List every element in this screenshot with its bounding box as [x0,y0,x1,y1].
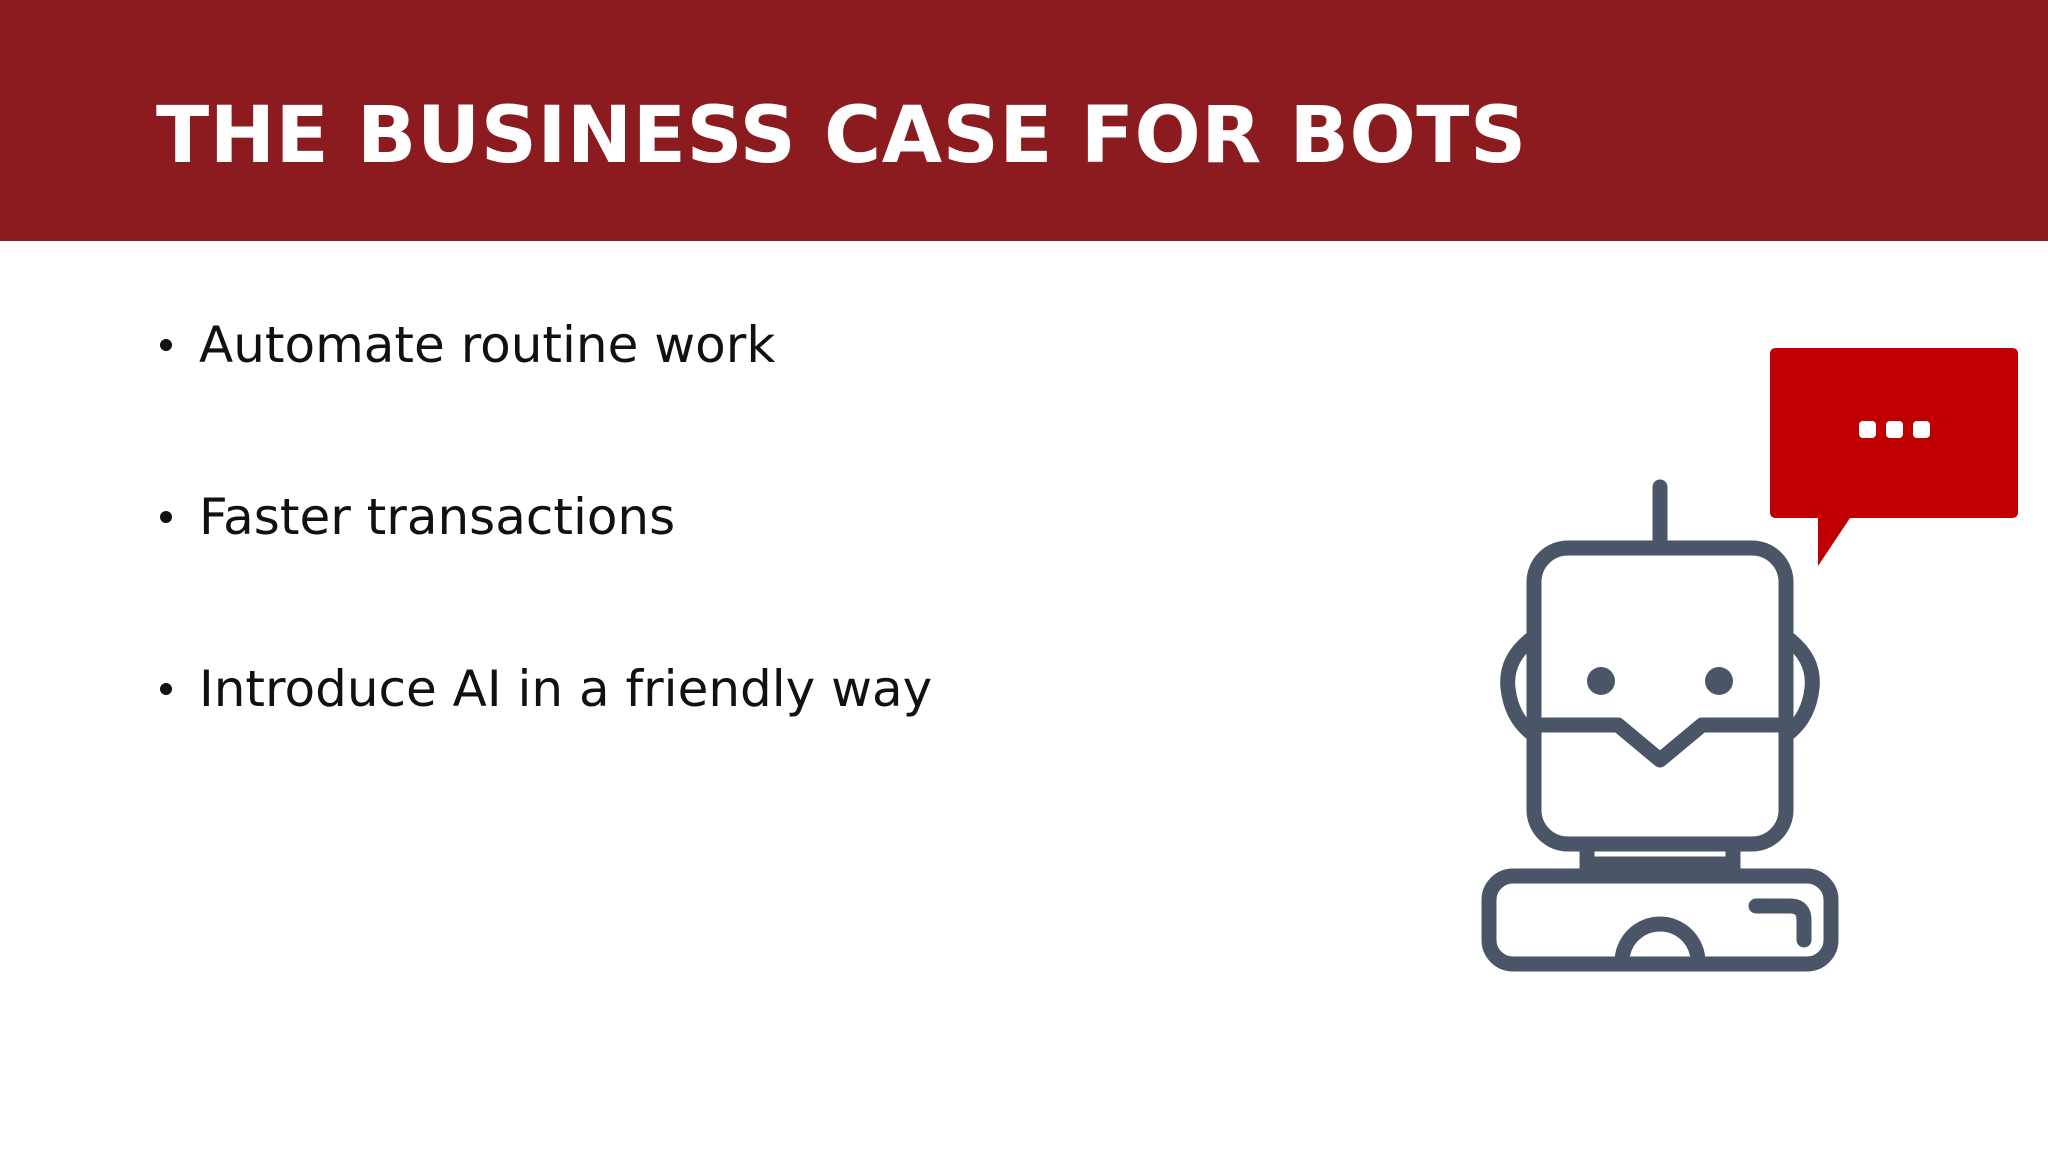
robot-icon [1481,479,1839,972]
bullet-dot-icon [160,683,172,695]
bullet-dot-icon [160,339,172,351]
robot-illustration [1481,348,2018,972]
bullet-text: Introduce AI in a friendly way [199,660,933,718]
dot-icon [1913,421,1930,438]
dot-icon [1886,421,1903,438]
bullet-list: Automate routine work Faster transaction… [156,305,932,821]
bullet-dot-icon [160,511,172,523]
title-bar: THE BUSINESS CASE FOR BOTS [0,0,2048,241]
bullet-item: Faster transactions [156,477,932,557]
eye-icon [1587,667,1615,695]
slide-title: THE BUSINESS CASE FOR BOTS [156,91,1527,181]
bullet-text: Automate routine work [199,316,776,374]
bullet-item: Introduce AI in a friendly way [156,649,932,729]
bullet-item: Automate routine work [156,305,932,385]
bullet-text: Faster transactions [199,488,676,546]
eye-icon [1705,667,1733,695]
speech-bubble-icon [1770,348,2018,566]
dot-icon [1859,421,1876,438]
